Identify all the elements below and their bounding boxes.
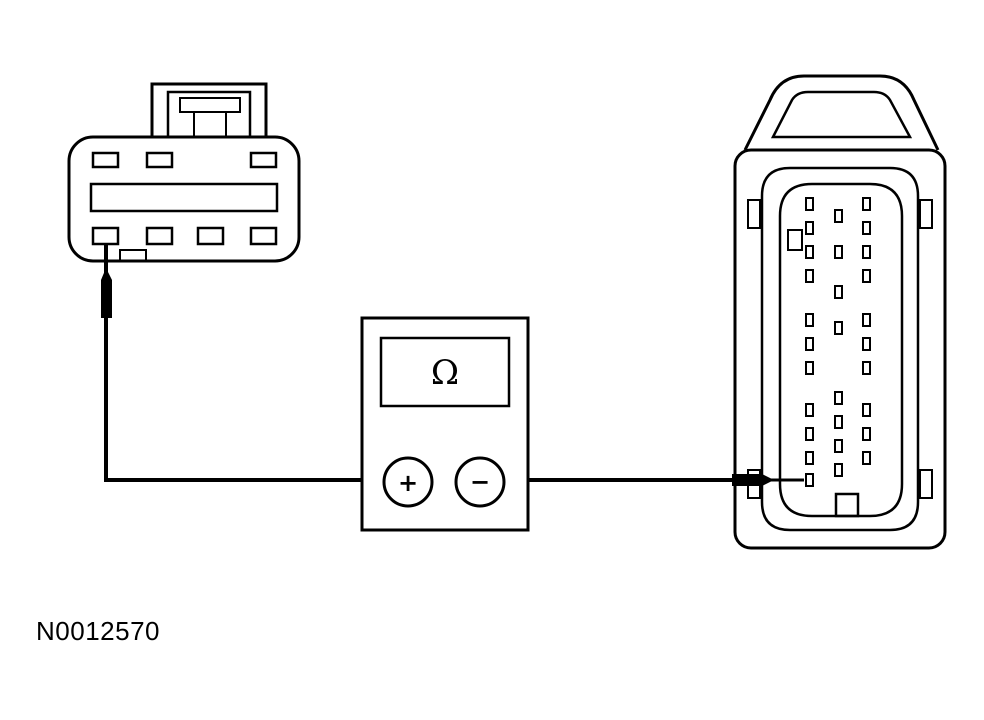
pin [834,285,843,299]
test-probe-icon [101,262,112,318]
pin [862,197,871,211]
connector-key [119,249,147,262]
test-leads [104,244,742,482]
pin [805,403,814,417]
pin [834,415,843,429]
pin [862,221,871,235]
pin-column [834,209,843,477]
module-connector [733,74,947,550]
pin [834,463,843,477]
pin [805,245,814,259]
pin [834,209,843,223]
positive-jack [382,456,434,508]
pin [862,245,871,259]
pin [805,451,814,465]
terminal [196,226,225,246]
terminal-cavity [778,182,904,518]
connector-lock-tab [150,82,268,137]
pin [862,451,871,465]
pin [805,197,814,211]
pin [862,403,871,417]
pin [862,313,871,327]
meter-display [379,336,511,408]
pin [862,361,871,375]
connector-cap-inner [770,90,913,139]
ohm-symbol: Ω [431,353,459,393]
harness-connector [67,82,301,263]
pin [862,337,871,351]
pin [805,337,814,351]
connector-inner-wall [760,166,920,532]
pin [805,313,814,327]
pin-column [805,197,814,487]
connector-key [834,492,860,518]
ohmmeter: Ω + − [360,316,530,532]
terminal [91,151,120,169]
negative-jack-label: − [470,468,490,496]
pin-column [862,197,871,465]
connector-slot [89,182,279,213]
figure-reference-code: N0012570 [36,616,160,646]
connector-cap [743,74,940,151]
terminal [145,226,174,246]
pin-probed [805,473,814,487]
terminal [249,151,278,169]
pin [834,391,843,405]
positive-lead-wire [104,244,384,482]
pin [805,269,814,283]
pin [805,427,814,441]
connector-body [67,135,301,263]
pin [862,427,871,441]
test-probe-icon [732,474,804,486]
connector-body [733,148,947,550]
terminal [145,151,174,169]
pin [862,269,871,283]
positive-jack-label: + [398,469,418,497]
pin [834,245,843,259]
pin [805,221,814,235]
pin [834,439,843,453]
terminal [249,226,278,246]
pin [834,321,843,335]
terminal-probed [91,226,120,246]
negative-jack [454,456,506,508]
pin [805,361,814,375]
